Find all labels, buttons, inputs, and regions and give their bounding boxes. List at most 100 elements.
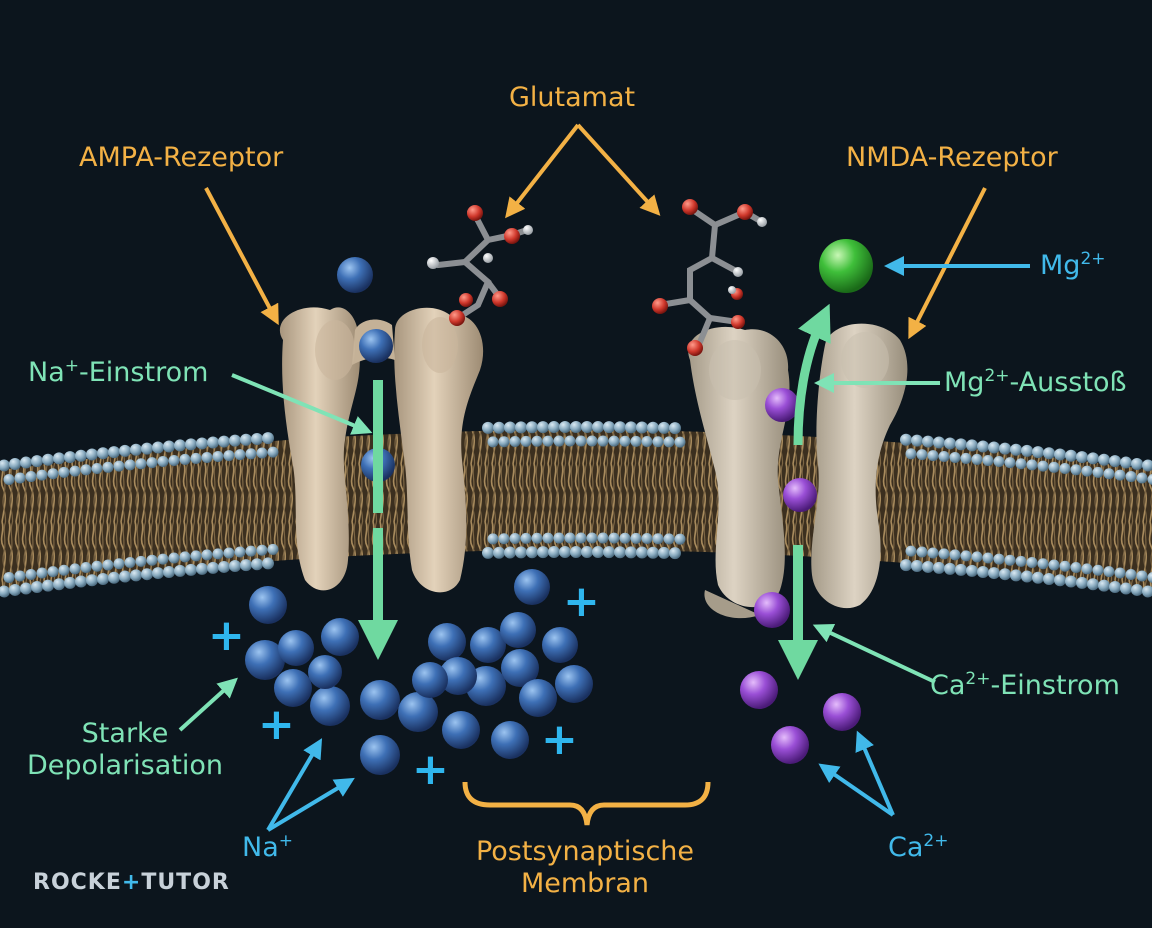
- lipid-head: [1147, 572, 1152, 583]
- lipid-heads-top: [0, 421, 1152, 485]
- lipid-head: [80, 464, 92, 476]
- lipid-head: [1142, 459, 1152, 472]
- lipid-head: [240, 559, 252, 572]
- lipid-head: [14, 570, 26, 582]
- lipid-head: [542, 435, 554, 447]
- lipid-head: [1136, 472, 1148, 484]
- lipid-head: [916, 546, 928, 558]
- lipid-head: [960, 550, 972, 562]
- lipid-head: [1114, 469, 1126, 481]
- lipid-head: [619, 435, 631, 447]
- plus-sign: +: [208, 610, 245, 661]
- label-glutamat: Glutamat: [509, 82, 636, 113]
- lipid-head: [251, 432, 263, 445]
- lipid-head: [267, 446, 279, 458]
- sodium-ion: [412, 662, 448, 698]
- lipid-head: [97, 447, 109, 460]
- calcium-ion: [771, 726, 809, 764]
- lipid-head: [581, 421, 593, 434]
- label-postsynaptische-membran: Postsynaptische Membran: [475, 836, 695, 899]
- lipid-head: [190, 452, 202, 464]
- lipid-head: [1043, 447, 1055, 460]
- label-na-einstrom: Na+-Einstrom: [28, 356, 209, 388]
- lipid-head: [971, 453, 983, 465]
- lipid-head: [531, 532, 543, 544]
- lipid-head: [124, 557, 136, 569]
- lipid-head: [157, 456, 169, 468]
- sodium-ion: [428, 623, 466, 661]
- lipid-bilayer: [0, 421, 1152, 598]
- lipid-head: [69, 465, 81, 477]
- lipid-head: [113, 558, 125, 570]
- lipid-head: [1125, 568, 1137, 580]
- lipid-head: [1054, 448, 1066, 461]
- lipid-head: [58, 466, 70, 478]
- lipid-head: [900, 433, 912, 446]
- lipid-head: [669, 422, 681, 435]
- lipid-head: [119, 570, 131, 583]
- lipid-head: [1098, 453, 1110, 466]
- lipid-head: [64, 451, 76, 464]
- sodium-ion: [501, 649, 539, 687]
- lipid-head: [42, 453, 54, 466]
- lipid-head: [1048, 559, 1060, 571]
- sodium-ion: [514, 569, 550, 605]
- lipid-head: [1092, 466, 1104, 478]
- lipid-head: [1021, 444, 1033, 457]
- lipid-head: [548, 546, 560, 559]
- lipid-head: [14, 472, 26, 484]
- calcium-ion: [783, 478, 817, 512]
- nmda-receptor-protein: [688, 323, 908, 619]
- lipid-head: [1136, 570, 1148, 582]
- lipid-head: [966, 439, 978, 452]
- label-na: Na+: [242, 831, 293, 863]
- lipid-head: [119, 444, 131, 457]
- lipid-head: [504, 546, 516, 559]
- lipid-head: [1059, 560, 1071, 572]
- lipid-head: [916, 449, 928, 461]
- calcium-ions: [740, 388, 861, 764]
- lipid-head: [223, 547, 235, 559]
- lipid-head: [927, 450, 939, 462]
- sodium-ion: [519, 679, 557, 717]
- lipid-head: [36, 469, 48, 481]
- sodium-ion: [308, 655, 342, 689]
- lipid-head: [58, 564, 70, 576]
- lipid-head: [130, 443, 142, 456]
- lipid-head: [179, 551, 191, 563]
- lipid-head: [1103, 566, 1115, 578]
- lipid-head: [608, 532, 620, 544]
- lipid-head: [520, 532, 532, 544]
- lipid-head: [1065, 575, 1077, 588]
- lipid-head: [141, 568, 153, 581]
- lipid-head: [575, 435, 587, 447]
- lipid-head: [1059, 463, 1071, 475]
- lipid-head: [174, 439, 186, 452]
- lipid-head: [663, 436, 675, 448]
- lipid-head: [141, 442, 153, 455]
- lipid-head: [938, 450, 950, 462]
- lipid-head: [526, 546, 538, 559]
- lipid-head: [234, 449, 246, 461]
- lipid-head: [625, 421, 637, 434]
- lipid-head: [658, 546, 670, 559]
- sodium-ion: [491, 721, 529, 759]
- lipid-head: [592, 421, 604, 434]
- lipid-head: [542, 532, 554, 544]
- lipid-head: [515, 546, 527, 559]
- lipid-head: [9, 583, 21, 596]
- lipid-head: [168, 552, 180, 564]
- lipid-head: [1026, 459, 1038, 471]
- lipid-head: [1131, 583, 1143, 596]
- lipid-head: [966, 564, 978, 577]
- lipid-head: [146, 554, 158, 566]
- lipid-head: [955, 438, 967, 451]
- lipid-head: [185, 438, 197, 451]
- lipid-head: [531, 435, 543, 447]
- lipid-head: [0, 459, 10, 472]
- lipid-head: [1087, 578, 1099, 591]
- lipid-head: [493, 421, 505, 434]
- plus-sign: +: [412, 744, 449, 795]
- lipid-head: [581, 546, 593, 559]
